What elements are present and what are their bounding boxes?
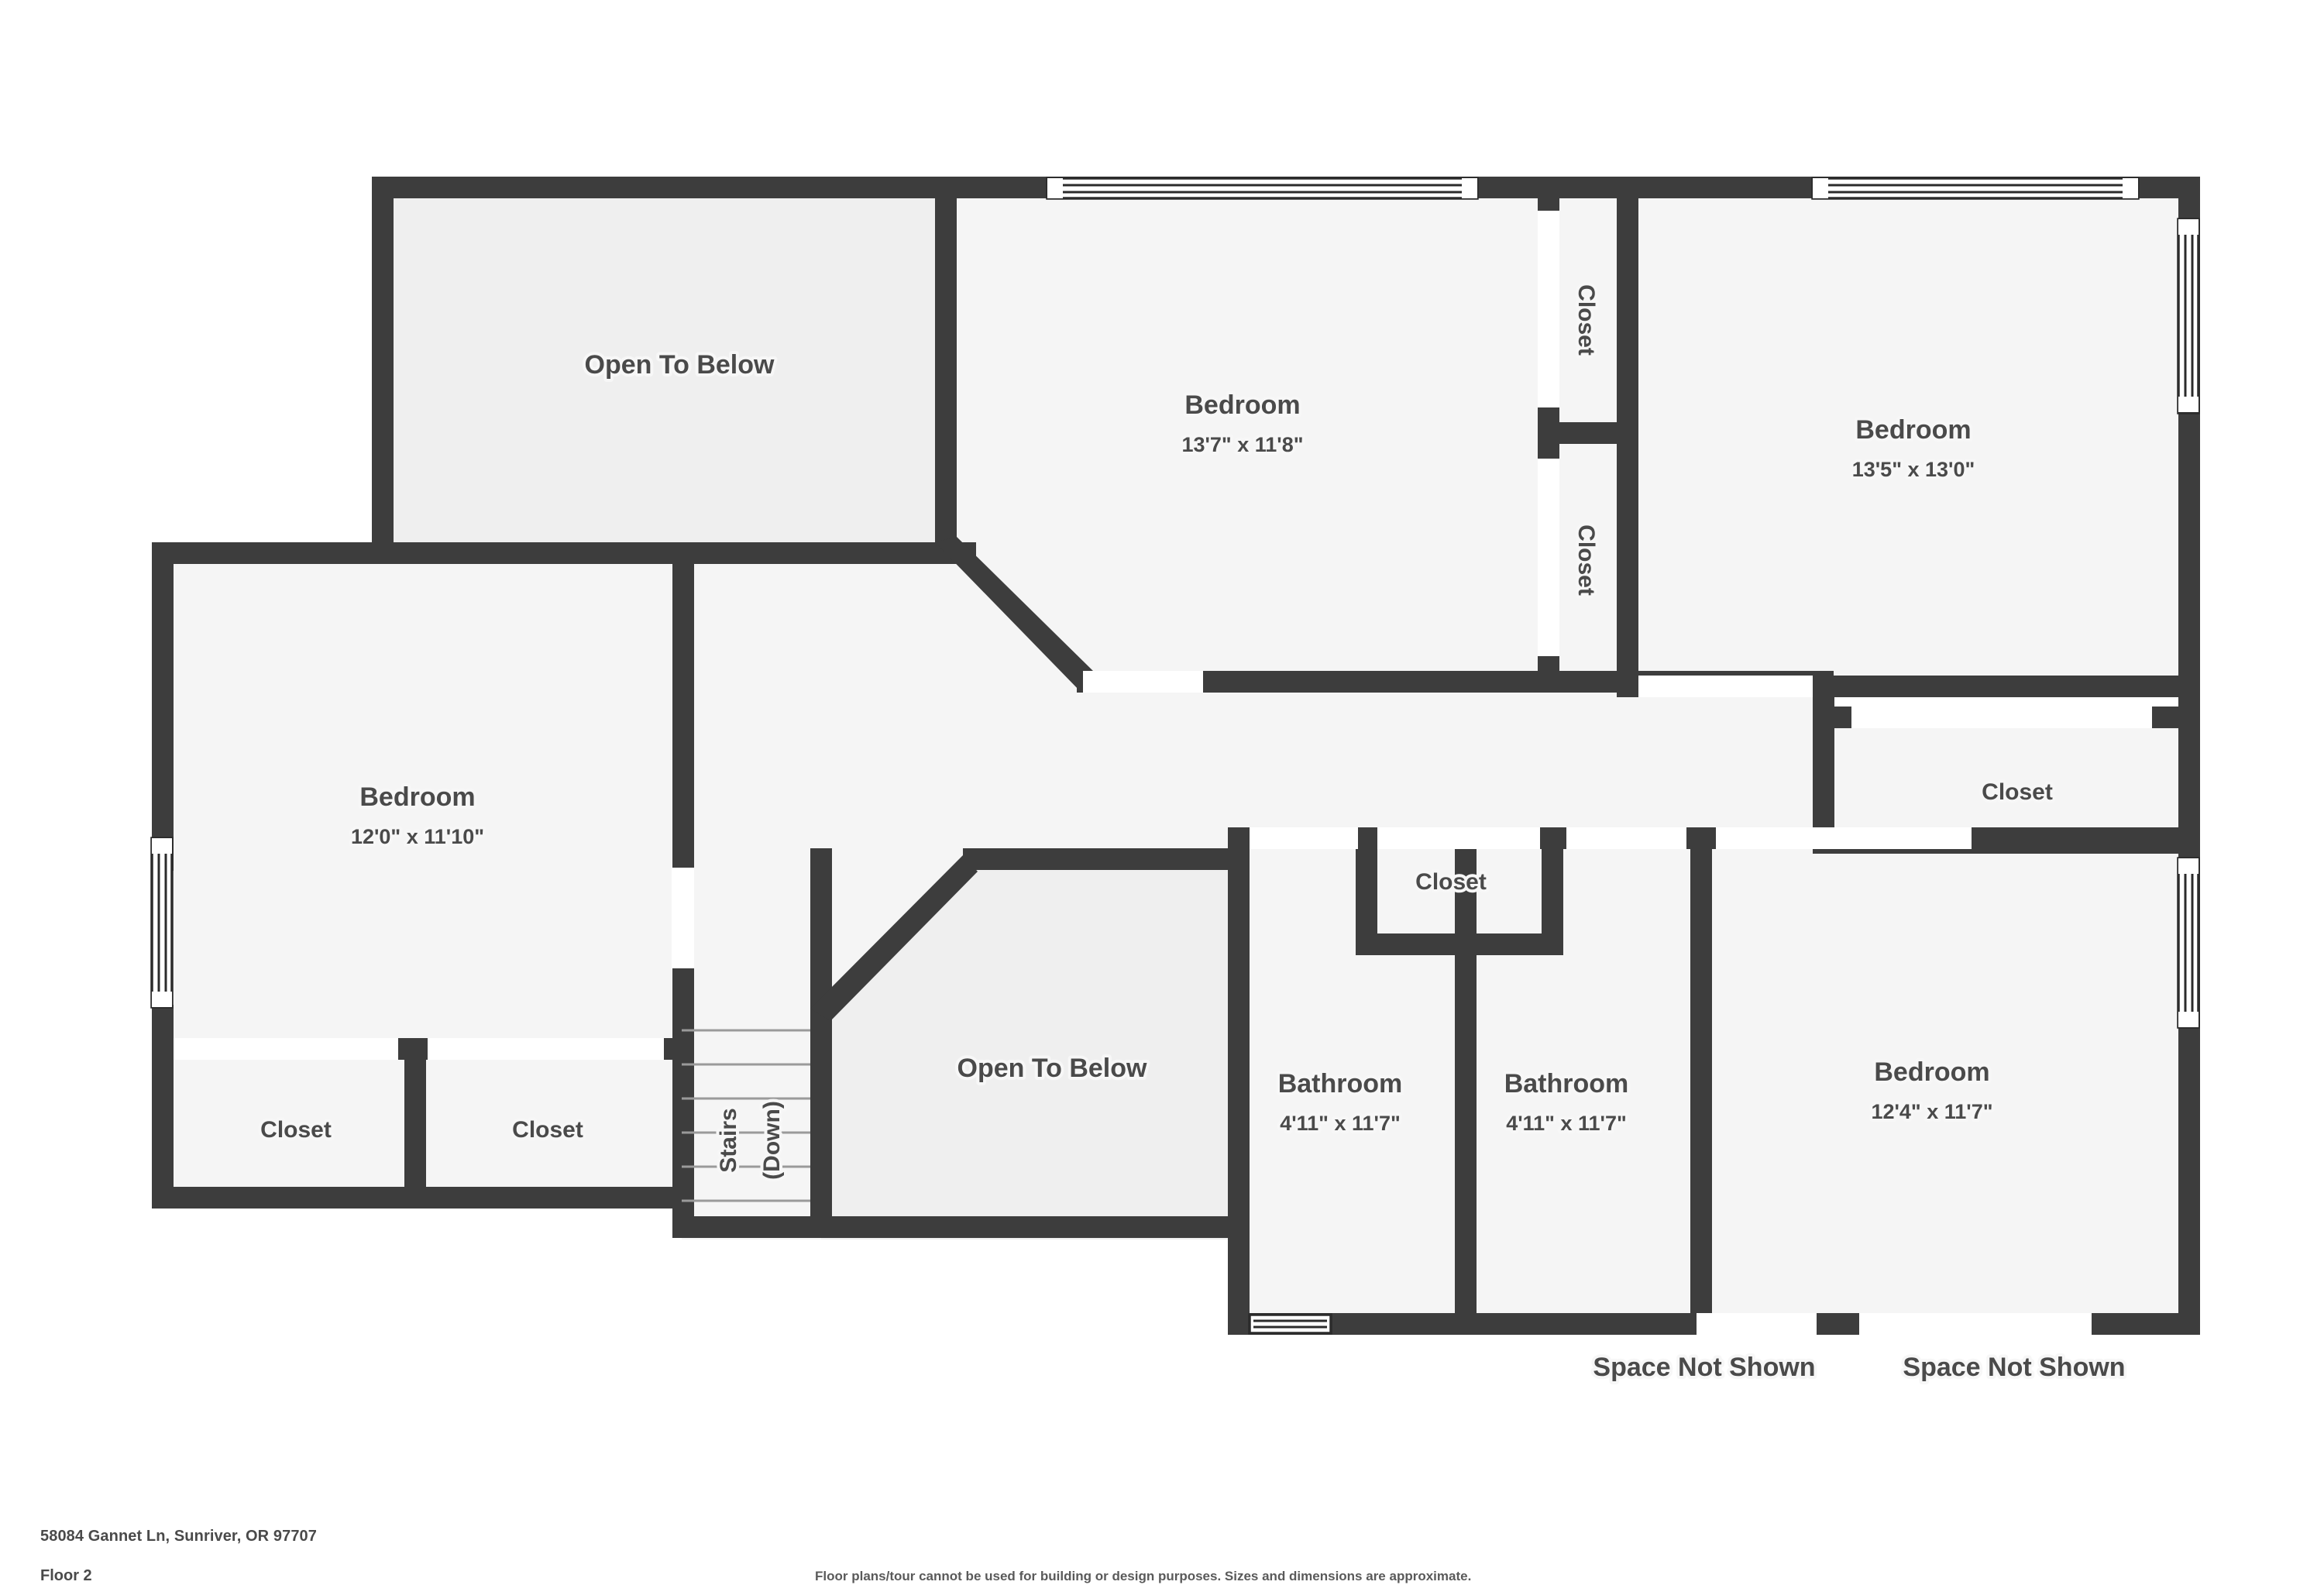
label-space-not-shown-right: Space Not Shown [1903,1353,2125,1382]
closet-top-right-fill [1830,728,2192,833]
door-bedroom-left [672,868,694,968]
label-open-to-below-upper: Open To Below [585,350,775,380]
wall-lower-void-north [963,848,1250,870]
door-closet-tc-lower [1538,459,1559,656]
wall-left-bedroom-west [152,542,174,871]
wall-bedroom-tc-chamfer [935,537,1095,692]
label-stairs-name: Stairs [716,1108,741,1172]
window-bathroom-left-south [1248,1313,1332,1335]
window-bedroom-tc-top [1046,177,1479,200]
label-bathroom-left-name: Bathroom [1278,1069,1403,1098]
label-space-not-shown-left: Space Not Shown [1593,1353,1815,1382]
wall-stairs-south [672,1216,1234,1238]
label-bedroom-bottom-right-dim: 12'4" x 11'7" [1871,1100,1992,1123]
wall-closet-tr-west [1813,676,1834,854]
door-bedroom-tc [1083,671,1203,693]
door-openings [174,211,2152,1335]
label-bedroom-left-dim: 12'0" x 11'10" [351,825,484,848]
label-bathroom-left-dim: 4'11" x 11'7" [1280,1112,1401,1135]
door-closet-tc-upper [1538,211,1559,407]
property-address: 58084 Gannet Ln, Sunriver, OR 97707 [40,1528,317,1545]
disclaimer-text: Floor plans/tour cannot be used for buil… [815,1569,1472,1583]
door-br-bedroom-south-b [1859,1313,2092,1335]
floor-label: Floor 2 [40,1567,92,1584]
room-labels: Open To Below Bedroom 13'7" x 11'8" Clos… [257,281,2056,1183]
door-closet-left-a [174,1038,398,1060]
wall-bedroom-tr-west [1617,177,1638,693]
door-bedroom-tr [1638,676,1813,697]
label-closet-tc-lower: Closet [1573,524,1599,596]
label-bathroom-right-name: Bathroom [1504,1069,1629,1098]
bedroom-top-center-fill [957,178,1538,676]
closet-left-a-fill [163,1060,404,1195]
door-closet-left-b [428,1038,664,1060]
label-closet-tc-upper: Closet [1573,284,1599,356]
wall-bedroom-tc-east [1538,177,1559,212]
label-bedroom-left-name: Bedroom [359,782,475,812]
label-stairs-direction: (Down) [759,1101,785,1180]
wall-bath-divider [1455,827,1477,1335]
window-bedroom-br-east [2177,857,2200,1029]
wall-bedroom-tc-east-3 [1538,655,1559,693]
wall-top-void [372,177,957,198]
label-bedroom-top-center-dim: 13'7" x 11'8" [1181,433,1303,456]
space-not-shown-annotations: Space Not Shown Space Not Shown [1590,1349,2128,1385]
wall-bath-left-west [1228,827,1250,1335]
open-to-below-lower-fill [821,864,1239,1239]
label-closet-top-right: Closet [1982,779,2053,805]
wall-left-bedroom-west-2 [152,1005,174,1208]
wall-left-closets-south [152,1187,694,1209]
closet-left-b-fill [422,1060,672,1195]
window-bedroom-tr-top [1811,177,2140,200]
wall-left-bedroom-east [672,542,694,875]
windows [150,177,2200,1335]
wall-left-bedroom-north [152,542,694,564]
stair-treads [682,1029,810,1202]
wall-stairs-east [810,848,832,1236]
door-bedroom-br [1716,827,1972,849]
label-open-to-below-lower: Open To Below [957,1054,1147,1083]
door-bathroom-left [1250,827,1358,849]
label-closet-left-b: Closet [512,1117,583,1143]
label-closet-left-a: Closet [260,1117,332,1143]
wall-closet-mid-south [1356,933,1563,955]
wall-lower-void-chamfer [810,855,978,1021]
door-closet-mid [1377,827,1540,849]
open-to-below-upper-fill [377,178,951,562]
stairs-fill [682,1030,821,1239]
window-bedroom-tr-east [2177,218,2200,414]
label-bedroom-top-right-name: Bedroom [1855,415,1971,445]
door-closet-tr [1851,707,2152,728]
door-br-bedroom-south-a [1697,1313,1817,1335]
room-fills [163,178,2192,1332]
label-closet-mid: Closet [1415,869,1487,895]
floor-plan-page: Open To Below Bedroom 13'7" x 11'8" Clos… [40,177,2200,1584]
floor-plan-drawing: Open To Below Bedroom 13'7" x 11'8" Clos… [150,177,2200,1385]
bedroom-bottom-right-fill [1712,844,2192,1332]
window-bedroom-left-west [150,837,174,1009]
label-bedroom-top-right-dim: 13'5" x 13'0" [1852,458,1975,481]
door-bathroom-right [1566,827,1686,849]
wall-br-bedroom-west [1690,827,1712,1335]
label-bedroom-top-center-name: Bedroom [1184,390,1300,420]
bedroom-top-right-fill [1635,178,2192,678]
bedroom-left-fill [163,562,672,1050]
wall-closet-left-divider [404,1038,426,1209]
wall-void-left [372,177,394,564]
label-bedroom-bottom-right-name: Bedroom [1874,1057,1989,1087]
label-bathroom-right-dim: 4'11" x 11'7" [1506,1112,1627,1135]
wall-void-right [935,177,957,564]
wall-closet-tr-east [2178,676,2200,854]
